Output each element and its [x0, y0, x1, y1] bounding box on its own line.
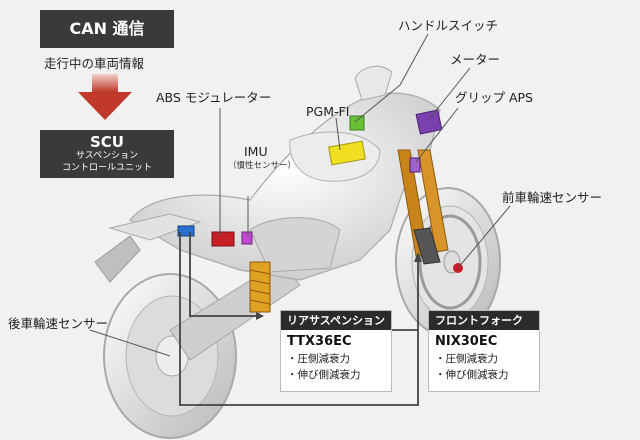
connection-lines: [179, 232, 419, 406]
label-pgm-fi: PGM-FI: [306, 104, 350, 119]
can-subtitle: 走行中の車両情報: [44, 56, 145, 71]
rear-suspension-model: TTX36EC: [287, 334, 352, 349]
label-meter: メーター: [450, 52, 501, 67]
label-abs-modulator: ABS モジュレーター: [156, 90, 272, 105]
meter-component: [415, 109, 443, 135]
rear-suspension-header: リアサスペンション: [281, 311, 391, 330]
scu-title: SCU: [90, 133, 124, 151]
flow-arrow: [78, 74, 132, 120]
front-fork-tubes: [397, 149, 449, 265]
can-communication-box: CAN 通信: [40, 10, 174, 48]
scu-line-2: コントロールユニット: [61, 163, 152, 173]
scu-box: SCU サスペンション コントロールユニット: [40, 130, 174, 178]
abs-modulator-component: [211, 231, 235, 247]
can-title: CAN 通信: [69, 19, 145, 38]
rear-suspension-box: リアサスペンション TTX36EC ・圧側減衰力 ・伸び側減衰力: [280, 310, 392, 392]
rear-shock: [249, 261, 271, 313]
scu-line-1: サスペンション: [75, 151, 139, 161]
front-fork-header: フロントフォーク: [429, 311, 539, 330]
handle-switch-component: [349, 115, 365, 131]
label-grip-aps: グリップ APS: [455, 90, 533, 105]
label-handle-switch: ハンドルスイッチ: [398, 18, 499, 33]
front-fork-box: フロントフォーク NIX30EC ・圧側減衰力 ・伸び側減衰力: [428, 310, 540, 392]
arrow-to-front-fork: [414, 252, 422, 262]
imu-component: [241, 231, 253, 245]
label-front-speed-sensor: 前車輪速センサー: [502, 190, 603, 205]
rear-suspension-feature: ・伸び側減衰力: [287, 369, 361, 381]
leader-lines: [89, 33, 511, 357]
label-rear-speed-sensor: 後車輪速センサー: [8, 316, 109, 331]
rear-suspension-feature: ・圧側減衰力: [287, 353, 350, 365]
arrow-to-rear-shock: [256, 312, 264, 320]
front-fork-feature: ・圧側減衰力: [435, 353, 498, 365]
grip-aps-component: [409, 157, 421, 173]
rear-fender: [94, 235, 141, 283]
label-imu-sub: （慣性センサー）: [228, 161, 297, 171]
front-fork-model: NIX30EC: [435, 334, 498, 349]
front-fork-feature: ・伸び側減衰力: [435, 369, 509, 381]
pgm-fi-component: [328, 140, 366, 166]
label-imu: IMU: [244, 144, 268, 159]
scu-component: [177, 225, 195, 237]
